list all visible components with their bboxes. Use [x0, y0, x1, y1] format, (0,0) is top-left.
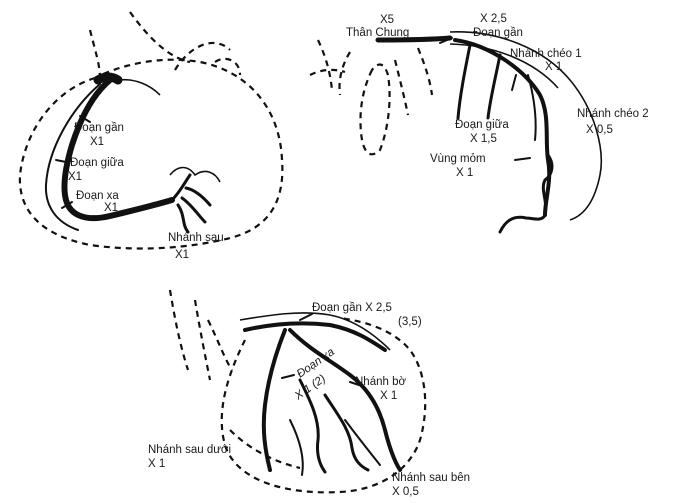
lad-aorta-outline [310, 40, 350, 95]
cx-proximal-alt: (3,5) [398, 316, 422, 328]
lad-arrow-diag [512, 75, 516, 90]
rca-ostium [98, 77, 118, 80]
lad-chamber-outline [360, 65, 389, 155]
rca-posterior-weight: X1 [175, 249, 189, 261]
lad-main-label: Thân Chung [346, 27, 409, 39]
lad-proximal-label: Đoạn gần [473, 27, 523, 39]
cx-posterolateral-label: Nhánh sau bên [392, 472, 470, 484]
right-coronary-diagram: Đoạn gần X1 Đoạn giữa X1 Đoạn xa X1 Nhán… [20, 12, 282, 261]
cx-branch-b [325, 395, 368, 470]
cx-heart-outline [222, 318, 425, 492]
cx-branch-c [290, 420, 303, 475]
lad-diag1-weight: X 1 [545, 61, 562, 73]
cx-arrow-proximal [300, 314, 312, 320]
lad-diagonal-1 [458, 45, 470, 118]
lad-arrow-apex [515, 158, 530, 160]
rca-distal-weight: X1 [104, 202, 118, 214]
cx-posterior-inferior-label: Nhánh sau dưới [148, 444, 231, 456]
lad-proximal-weight: X 2,5 [480, 13, 507, 25]
cx-posterolateral-weight: X 0,5 [392, 486, 419, 498]
lad-middle-label: Đoạn giữa [455, 119, 509, 131]
rca-proximal-label: Đoạn gần [74, 122, 124, 134]
lad-apex-label: Vùng mỏm [430, 153, 486, 165]
circumflex-diagram: Đoạn gần X 2,5 (3,5) Nhánh bờ X 1 Đoạn x… [148, 290, 470, 498]
cx-marginal-weight: X 1 [380, 390, 397, 402]
left-anterior-diagram: X5 Thân Chung X 2,5 Đoạn gần Nhánh chéo … [310, 13, 649, 232]
rca-proximal-weight: X1 [90, 136, 104, 148]
lad-vessel-dash [395, 48, 432, 115]
rca-distal-label: Đoạn xa [76, 190, 119, 202]
cx-trunk [245, 323, 385, 350]
cx-marginal-label: Nhánh bờ [355, 376, 406, 388]
lad-diag2-label: Nhánh chéo 2 [577, 108, 649, 120]
lad-diag1-label: Nhánh chéo 1 [510, 48, 582, 60]
lad-middle-weight: X 1,5 [470, 133, 497, 145]
cx-posterior-inferior-weight: X 1 [148, 458, 165, 470]
rca-middle-label: Đoạn giữa [70, 157, 124, 169]
cx-distal [264, 330, 285, 470]
rca-middle-weight: X1 [68, 171, 82, 183]
cx-arrow-distal [282, 375, 294, 378]
lad-diagonal-2 [488, 55, 500, 118]
lad-diag2-weight: X 0,5 [586, 124, 613, 136]
rca-top-branch [118, 80, 160, 95]
rca-posterior-outline [170, 168, 220, 183]
rca-arrow-middle [56, 160, 66, 162]
lad-apex-outline [570, 175, 600, 220]
cx-proximal-label: Đoạn gần X 2,5 [312, 302, 392, 314]
cx-left-dash [170, 290, 232, 380]
rca-posterior-branch [172, 175, 210, 232]
cx-trunk-outline [240, 313, 390, 350]
rca-aorta-outline [90, 12, 240, 78]
rca-posterior-label: Nhánh sau [168, 232, 224, 244]
lad-main-weight: X5 [380, 14, 394, 26]
lad-apex [500, 155, 552, 232]
lad-apex-weight: X 1 [456, 167, 473, 179]
